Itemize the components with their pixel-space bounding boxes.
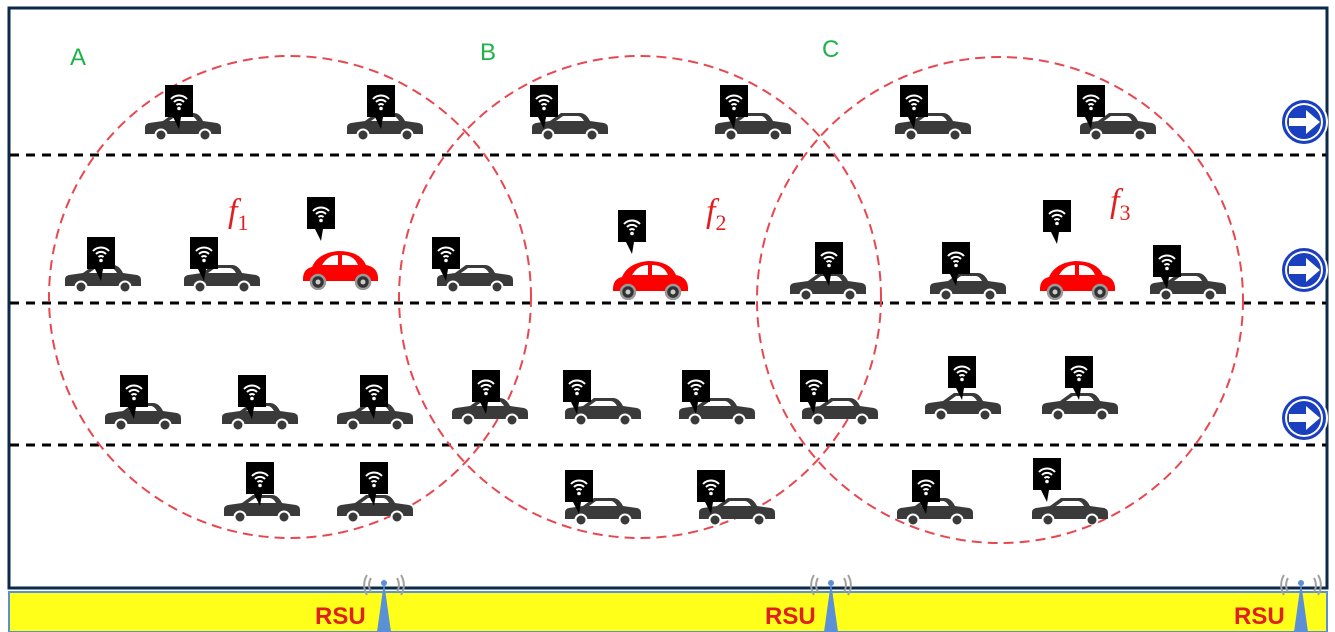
rsu-strip: RSU RSU RSU: [8, 574, 1328, 632]
rsu-label: RSU: [1234, 603, 1285, 630]
zone-label-c: C: [822, 36, 839, 63]
coverage-circle-c: [756, 56, 1244, 544]
direction-arrow-icon: [1280, 394, 1328, 442]
zone-label-b: B: [480, 39, 496, 66]
rsu-label: RSU: [315, 603, 366, 630]
coverage-circle-a: [48, 55, 532, 539]
rsu-strip-bg: [8, 591, 1328, 632]
zone-label-a: A: [70, 44, 86, 71]
direction-arrow-icon: [1280, 246, 1328, 294]
lane-dividers: [10, 153, 1326, 447]
coverage-circle-b: [398, 55, 882, 539]
rsu-label: RSU: [765, 603, 816, 630]
direction-arrow-icon: [1280, 98, 1328, 146]
coverage-circles: [48, 55, 1244, 544]
